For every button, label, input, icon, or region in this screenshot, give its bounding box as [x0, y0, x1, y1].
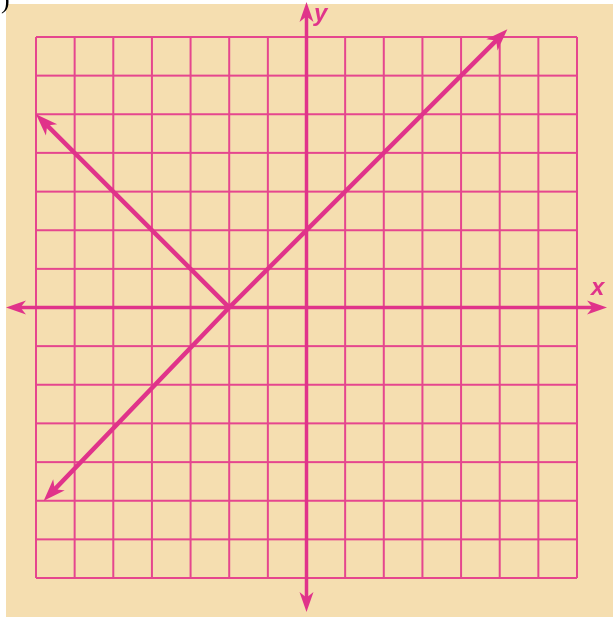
y-axis-arrow-down	[299, 592, 314, 612]
graph-background	[6, 4, 613, 617]
series-2-arrow-start	[36, 114, 58, 136]
y-axis-label: y	[313, 0, 329, 27]
series	[36, 29, 508, 501]
series-1-arrow-start	[43, 479, 65, 501]
x-axis-arrow-left	[6, 300, 26, 315]
series-line-2	[43, 121, 232, 310]
series-1-arrow-end	[486, 29, 508, 51]
x-axis-label: x	[589, 274, 606, 301]
axes	[6, 2, 607, 612]
corner-parenthesis: )	[1, 0, 10, 14]
y-axis-arrow-up	[299, 2, 314, 22]
x-axis-arrow-right	[587, 300, 607, 315]
